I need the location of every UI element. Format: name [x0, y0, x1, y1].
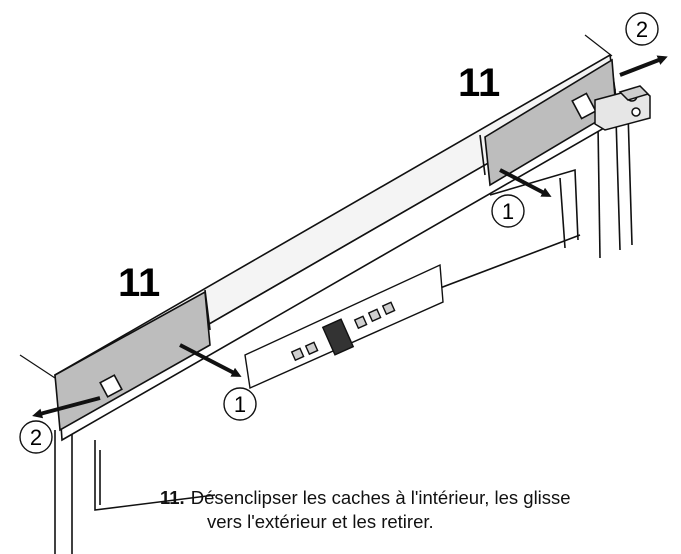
step-2-left-label: 2: [30, 425, 42, 450]
cabinet-frame: [54, 111, 633, 554]
control-panel: [244, 263, 444, 390]
step-1-right-label: 1: [502, 199, 514, 224]
part-label-left: 11: [118, 261, 160, 305]
arrow-step2-left: [32, 396, 101, 419]
arrow-step1-left: [179, 343, 242, 377]
step-2-right-label: 2: [636, 17, 648, 42]
left-cover: [54, 290, 211, 432]
arrow-step2-right: [619, 55, 668, 77]
arrow-step1-right: [499, 168, 552, 197]
step-1-left-label: 1: [234, 392, 246, 417]
hinge: [594, 85, 651, 131]
step-callouts: [19, 12, 659, 454]
instruction-line2: vers l'extérieur et les retirer.: [207, 511, 434, 532]
corner-lines: [19, 34, 613, 379]
instruction-number: 11.: [160, 487, 185, 508]
instruction-line1: Désenclipser les caches à l'intérieur, l…: [190, 487, 571, 508]
part-label-right: 11: [458, 61, 500, 105]
movement-arrows: [32, 55, 668, 419]
instruction-text: 11.Désenclipser les caches à l'intérieur…: [160, 486, 681, 534]
